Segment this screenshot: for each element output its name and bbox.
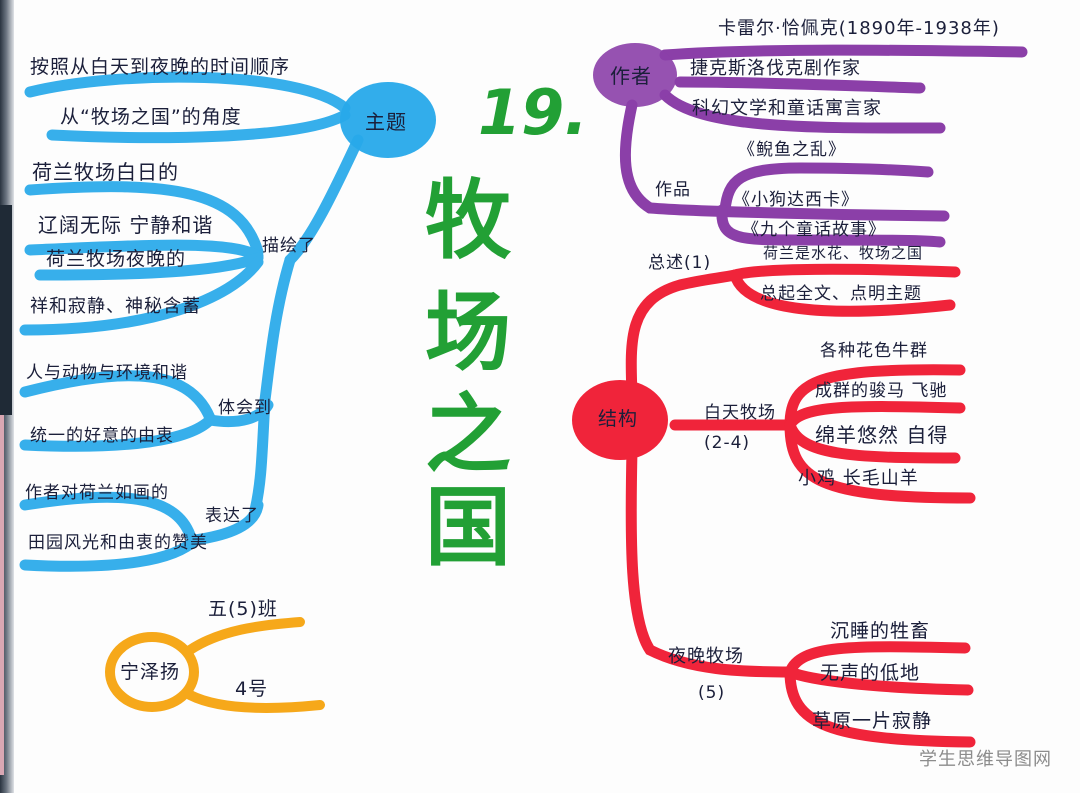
structure-node-label: 结构 [598, 408, 639, 430]
describe-node-label: 描绘了 [262, 236, 316, 256]
student-class: 五(5)班 [208, 598, 278, 620]
photo-edge-strip [0, 415, 4, 775]
red-branches [625, 263, 976, 748]
student-number: 4号 [235, 678, 269, 700]
day-item-4: 小鸡 长毛山羊 [798, 468, 919, 489]
night-item-2: 无声的低地 [820, 662, 921, 684]
theme-node-blob [340, 82, 436, 158]
works-label: 作品 [655, 180, 691, 200]
author-node-blob [593, 43, 677, 107]
describe-item-4: 祥和寂静、神秘含蓄 [30, 296, 201, 317]
night-item-1: 沉睡的牲畜 [830, 620, 931, 642]
describe-item-1: 荷兰牧场白日的 [32, 160, 179, 184]
structure-node-blob [572, 380, 668, 460]
day-item-1: 各种花色牛群 [820, 341, 928, 361]
describe-item-2: 辽阔无际 宁静和谐 [38, 213, 214, 237]
express-node-label: 表达了 [205, 506, 259, 526]
summary-item-2: 总起全文、点明主题 [760, 284, 922, 304]
feel-node-label: 体会到 [218, 398, 272, 418]
summary-label: 总述(1) [648, 253, 712, 273]
night-item-3: 草原一片寂静 [812, 710, 933, 732]
theme-item-2: 从“牧场之国”的角度 [60, 106, 242, 128]
photo-edge-shadow [0, 205, 12, 415]
day-label: 白天牧场 [704, 403, 776, 423]
watermark: 学生思维导图网 [919, 749, 1052, 770]
author-item-2: 捷克斯洛伐克剧作家 [690, 58, 861, 79]
theme-node-label: 主题 [365, 110, 407, 134]
blue-branches [19, 71, 364, 572]
express-item-1: 作者对荷兰如画的 [25, 483, 169, 503]
title-char-2: 场 [425, 283, 511, 383]
purple-branches [619, 44, 1028, 248]
title-char-4: 国 [425, 478, 511, 578]
day-item-2: 成群的骏马 飞驰 [815, 381, 948, 401]
describe-item-3: 荷兰牧场夜晚的 [46, 248, 187, 270]
title-char-1: 牧 [425, 171, 511, 271]
work-item-2: 《小狗达西卡》 [733, 190, 859, 210]
feel-item-2: 统一的好意的由衷 [30, 426, 174, 446]
express-item-2: 田园风光和由衷的赞美 [28, 533, 208, 553]
work-item-1: 《鲵鱼之乱》 [738, 140, 846, 160]
summary-item-1: 荷兰是水花、牧场之国 [763, 244, 924, 262]
author-item-1: 卡雷尔·恰佩克(1890年-1938年) [718, 18, 1000, 39]
night-label: 夜晚牧场 [668, 646, 744, 667]
student-name: 宁泽扬 [120, 661, 181, 683]
lesson-number: 19. [478, 76, 588, 149]
title-char-3: 之 [425, 385, 511, 485]
work-item-3: 《九个童话故事》 [742, 220, 886, 240]
day-item-3: 绵羊悠然 自得 [815, 423, 949, 447]
day-range: (2-4) [704, 433, 751, 453]
author-node-label: 作者 [610, 64, 652, 88]
author-item-3: 科幻文学和童话寓言家 [692, 98, 882, 119]
night-range: (5) [698, 683, 726, 703]
orange-branches [105, 617, 325, 713]
theme-item-1: 按照从白天到夜晚的时间顺序 [30, 56, 291, 78]
feel-item-1: 人与动物与环境和谐 [26, 363, 188, 383]
